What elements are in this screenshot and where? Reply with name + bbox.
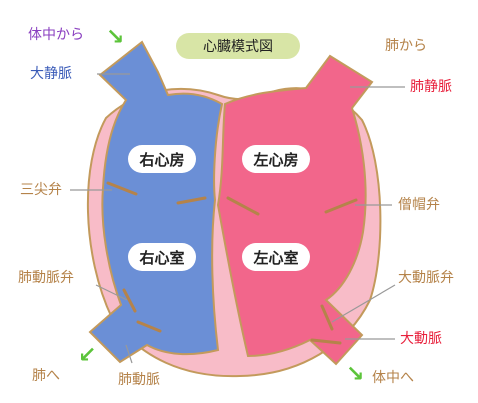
pulmonary-valve-flap-lower [136,320,162,333]
tricuspid-valve-label: 三尖弁 [20,182,62,198]
left-atrium-label: 左心房 [242,145,310,173]
mitral-valve-flap-left [226,196,260,216]
aortic-valve-leader [331,284,396,323]
vena-cava-label: 大静脈 [30,66,72,82]
aorta-label: 大動脈 [400,331,442,347]
to-body-label: 体中へ [372,370,414,386]
mitral-valve-label: 僧帽弁 [398,197,440,213]
aortic-valve-label: 大動脈弁 [398,270,454,286]
aortic-valve-flap-upper [320,304,334,331]
pulmonary-artery-label: 肺動脈 [118,372,160,388]
arrow-down-left-icon: ↙ [78,343,97,368]
arrow-down-right-icon: ↘ [106,25,125,50]
right-atrium-label: 右心房 [128,145,196,173]
from-lungs-label: 肺から [385,38,427,54]
pulmonary-valve-label: 肺動脈弁 [18,270,74,286]
right-heart-chambers [88,40,224,364]
pulmonary-valve-leader [95,284,128,301]
tricuspid-valve-flap-left [106,181,138,196]
mitral-valve-flap-right [324,198,358,214]
diagram-title: 心臓模式図 [176,33,300,59]
pulmonary-valve-flap-upper [122,288,137,313]
pulmonary-artery-leader [125,344,133,364]
left-ventricle-label: 左心室 [242,243,310,271]
pulmonary-vein-label: 肺静脈 [410,79,452,95]
left-heart-chambers [216,54,374,366]
tricuspid-valve-flap-right [176,196,207,205]
right-ventricle-label: 右心室 [128,243,196,271]
from-body-label: 体中から [28,27,84,43]
to-lungs-label: 肺へ [32,368,60,384]
aortic-valve-flap-lower [310,338,342,345]
arrow-down-right-icon: ↘ [346,362,365,387]
